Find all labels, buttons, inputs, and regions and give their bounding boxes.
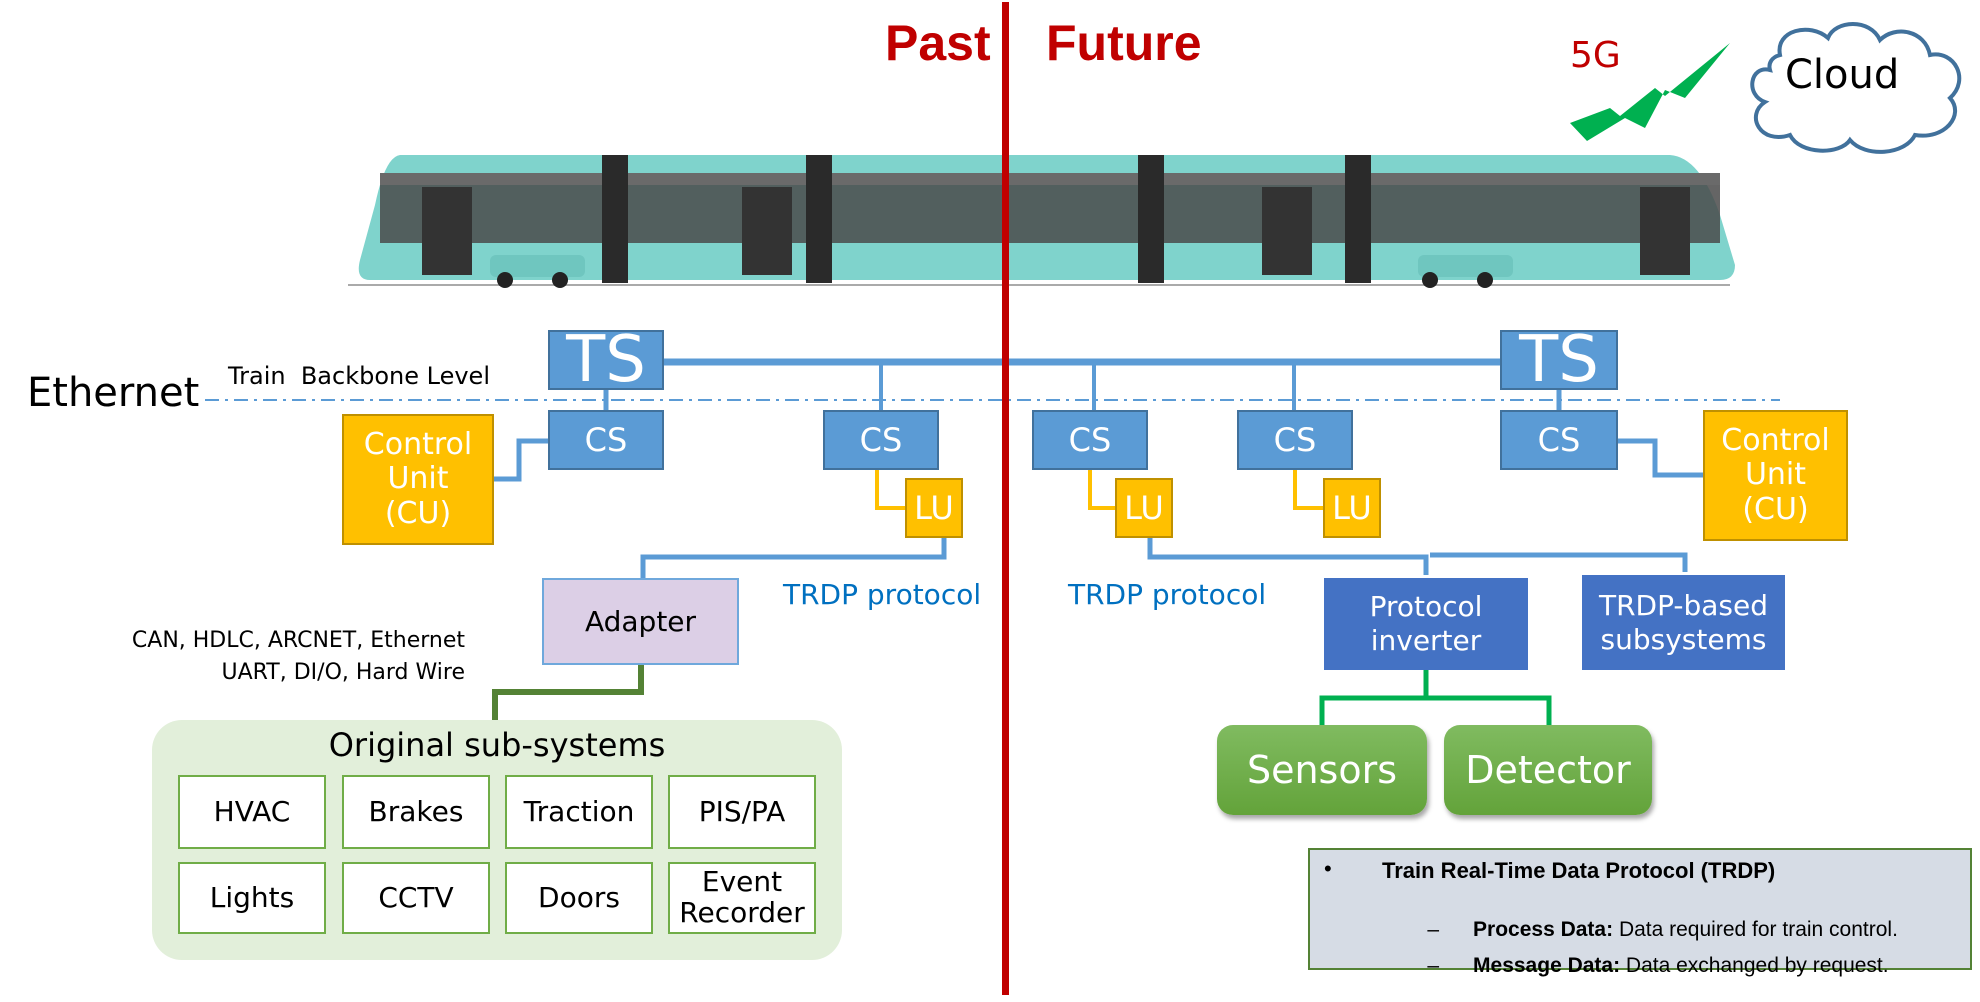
control-unit-left[interactable]: Control Unit (CU): [342, 414, 494, 545]
adapter-subsystems-link: [492, 665, 644, 720]
cloud-label: Cloud: [1785, 52, 1900, 98]
info-desc: Data exchanged by request.: [1620, 954, 1889, 977]
consist-switch-label: CS: [584, 421, 628, 459]
subsystem-event-recorder[interactable]: Event Recorder: [668, 862, 816, 934]
subsystem-label: Event Recorder: [679, 865, 805, 929]
protocol-inverter-line: inverter: [1370, 624, 1482, 657]
past-future-divider: [1002, 2, 1009, 995]
tram-illustration: [348, 155, 1735, 288]
control-unit-line: Control: [363, 426, 473, 462]
subsystem-label: CCTV: [378, 880, 454, 914]
consist-switch[interactable]: CS: [823, 410, 939, 470]
inverter-sensors-link: [1319, 670, 1429, 725]
trdp-based-subsystems[interactable]: TRDP-based subsystems: [1582, 575, 1785, 670]
subsystem-label: Lights: [209, 880, 295, 914]
subsystem-hvac[interactable]: HVAC: [178, 775, 326, 849]
detector[interactable]: Detector: [1444, 725, 1652, 815]
train-switch-left[interactable]: TS: [548, 323, 664, 397]
future-label: Future: [1046, 15, 1202, 71]
subsystem-lights[interactable]: Lights: [178, 862, 326, 934]
control-unit-right[interactable]: Control Unit (CU): [1703, 410, 1848, 541]
consist-switch-label: CS: [1273, 421, 1317, 459]
subsystem-label: Traction: [523, 794, 635, 828]
subsystem-label: HVAC: [213, 794, 291, 828]
legacy-protocols-line: UART, DI/O, Hard Wire: [221, 659, 465, 685]
sensors-label: Sensors: [1246, 748, 1398, 792]
local-unit[interactable]: LU: [1323, 478, 1381, 538]
cloud-icon: [1750, 22, 1962, 154]
lu-adapter-link: [640, 537, 947, 578]
consist-switch[interactable]: CS: [1500, 410, 1618, 470]
consist-switch[interactable]: CS: [548, 410, 664, 470]
detector-label: Detector: [1465, 748, 1631, 792]
consist-switch[interactable]: CS: [1237, 410, 1353, 470]
consist-switch-label: CS: [859, 421, 903, 459]
info-term: Process Data:: [1473, 918, 1614, 941]
protocol-inverter-line: Protocol: [1369, 590, 1483, 624]
subsystem-doors[interactable]: Doors: [505, 862, 653, 934]
train-switch-label: TS: [566, 323, 646, 397]
subsystem-traction[interactable]: Traction: [505, 775, 653, 849]
wireless-signal-icon: [1570, 43, 1730, 141]
control-unit-line: Unit: [1744, 457, 1807, 493]
trdp-subsystems-line: TRDP-based: [1598, 588, 1768, 622]
consist-switch-label: CS: [1068, 421, 1112, 459]
control-unit-line: (CU): [1742, 491, 1809, 527]
local-unit[interactable]: LU: [1115, 478, 1173, 538]
subsystem-pis-pa[interactable]: PIS/PA: [668, 775, 816, 849]
local-unit[interactable]: LU: [905, 478, 963, 538]
lu-trdp-subsystems-link: [1430, 552, 1688, 572]
consist-switch[interactable]: CS: [1032, 410, 1148, 470]
info-desc: Data required for train control.: [1613, 918, 1898, 941]
trdp-subsystems-line: subsystems: [1600, 622, 1767, 656]
original-subsystems-title: Original sub-systems: [328, 726, 666, 764]
trdp-protocol-label-right: TRDP protocol: [1068, 578, 1267, 611]
control-unit-line: (CU): [384, 495, 452, 531]
info-dash: –: [1427, 918, 1440, 941]
ethernet-label: Ethernet: [27, 370, 200, 416]
train-switch-label: TS: [1519, 323, 1599, 397]
adapter[interactable]: Adapter: [542, 578, 739, 665]
trdp-info-box: • Train Real-Time Data Protocol (TRDP) –…: [1308, 848, 1972, 977]
sensors[interactable]: Sensors: [1217, 725, 1427, 815]
adapter-label: Adapter: [584, 605, 697, 638]
protocol-inverter[interactable]: Protocol inverter: [1324, 578, 1528, 670]
train-switch-right[interactable]: TS: [1500, 323, 1618, 397]
cs-lu-link: [1088, 470, 1115, 510]
cs-cu-link-left: [494, 438, 548, 482]
info-dash: –: [1427, 954, 1440, 977]
backbone-level-label: Train Backbone Level: [228, 362, 490, 390]
info-term: Message Data:: [1473, 954, 1621, 977]
subsystem-label: Doors: [538, 880, 620, 914]
consist-switch-label: CS: [1537, 421, 1581, 459]
local-unit-label: LU: [914, 489, 954, 527]
local-unit-label: LU: [1332, 489, 1372, 527]
trdp-protocol-label-left: TRDP protocol: [783, 578, 982, 611]
subsystem-cctv[interactable]: CCTV: [342, 862, 490, 934]
info-bullet: •: [1324, 856, 1332, 881]
5g-label: 5G: [1570, 35, 1621, 76]
info-item: – Process Data: Data required for train c…: [1404, 894, 1898, 966]
cs-lu-link: [1293, 470, 1323, 510]
subsystem-brakes[interactable]: Brakes: [342, 775, 490, 849]
subsystem-label: Brakes: [368, 794, 464, 828]
subsystem-label: PIS/PA: [698, 794, 786, 828]
info-title: Train Real-Time Data Protocol (TRDP): [1382, 858, 1776, 883]
cs-lu-link: [875, 470, 905, 510]
lu-inverter-link: [1147, 537, 1429, 575]
past-label: Past: [885, 15, 991, 71]
control-unit-line: Unit: [387, 461, 449, 497]
cs-cu-link-right: [1618, 438, 1703, 478]
info-item: – Message Data: Data exchanged by request…: [1404, 930, 1889, 1002]
control-unit-line: Control: [1721, 422, 1830, 458]
inverter-detector-link: [1426, 695, 1552, 725]
local-unit-label: LU: [1124, 489, 1164, 527]
legacy-protocols-line: CAN, HDLC, ARCNET, Ethernet: [131, 628, 465, 653]
legacy-protocols: CAN, HDLC, ARCNET, Ethernet UART, DI/O, …: [90, 625, 465, 689]
